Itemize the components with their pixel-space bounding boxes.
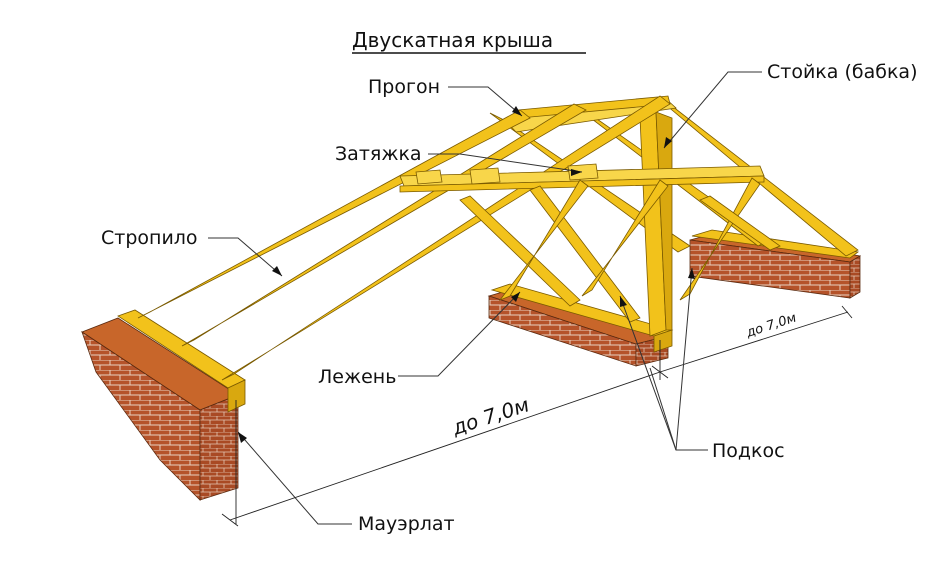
label-mauerlat: Мауэрлат	[358, 513, 455, 535]
dimension-lines	[221, 305, 853, 527]
span-main-label: до 7,0м	[448, 392, 532, 440]
leader-lines	[208, 71, 762, 525]
label-podkos: Подкос	[712, 440, 785, 462]
label-stoyka: Стойка (бабка)	[767, 61, 918, 83]
label-lezhen: Лежень	[318, 366, 396, 388]
label-stropilo: Стропило	[101, 227, 198, 249]
label-zatyazhka: Затяжка	[335, 143, 422, 165]
roof-frame	[117, 95, 860, 413]
diagram-title: Двускатная крыша	[352, 28, 553, 52]
label-progon: Прогон	[368, 76, 440, 98]
left-brick-wall	[81, 317, 239, 501]
